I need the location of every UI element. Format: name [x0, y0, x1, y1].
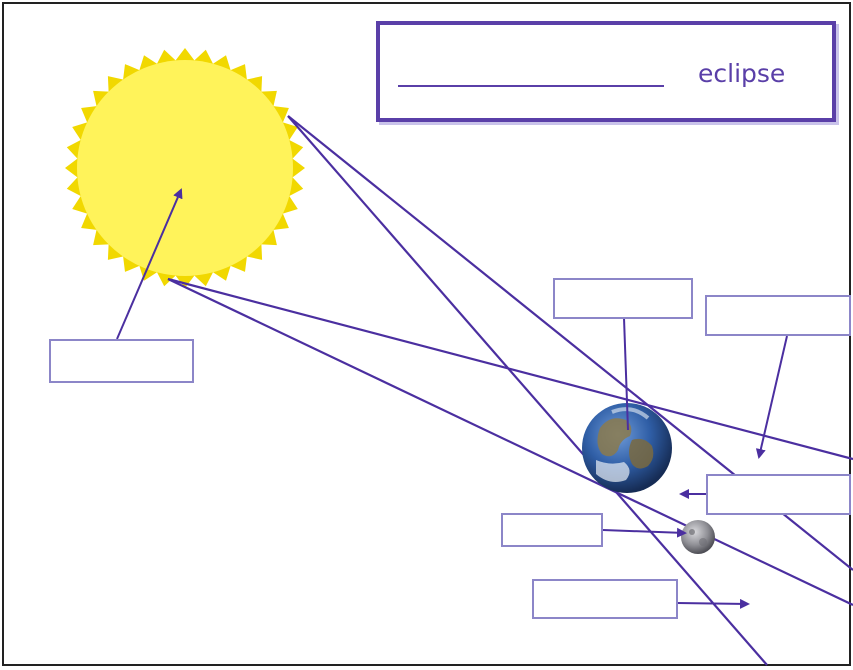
earth-label-box[interactable] [553, 278, 693, 319]
ray-lower-1 [167, 277, 853, 461]
shadow-label-arrow [755, 335, 788, 459]
moon-icon [681, 520, 715, 554]
ray-lower-2 [167, 278, 853, 606]
orbit-label-box[interactable] [532, 579, 678, 619]
title-word: eclipse [698, 59, 786, 88]
title-box: eclipse [376, 21, 836, 122]
right-label-box[interactable] [706, 474, 851, 515]
earth-label-pointer [623, 317, 629, 431]
moon-label-arrow [602, 527, 687, 538]
orbit-label-arrow [676, 598, 750, 609]
sun-label-arrow [116, 188, 183, 340]
shadow-label-box[interactable] [705, 295, 851, 336]
earth-icon [582, 403, 672, 493]
title-fill-in-blank[interactable] [398, 85, 664, 87]
sun-icon [65, 48, 305, 288]
sun-label-box[interactable] [49, 339, 194, 383]
moon-label-box[interactable] [501, 513, 603, 547]
ray-upper-2 [287, 115, 768, 666]
